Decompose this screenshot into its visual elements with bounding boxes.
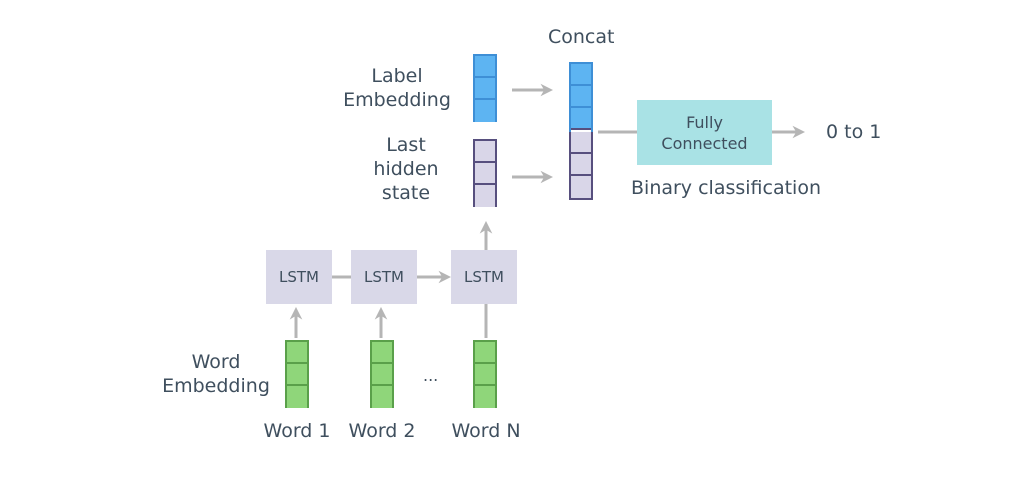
last-hidden-state-line-2: hidden bbox=[373, 158, 439, 180]
hidden-state-vector bbox=[473, 139, 497, 207]
word-1-label: Word 1 bbox=[263, 420, 331, 442]
last-hidden-state-line-1: Last bbox=[386, 134, 426, 156]
fully-connected-line-1: Fully bbox=[686, 112, 723, 132]
output-label: 0 to 1 bbox=[826, 121, 882, 143]
vector-cell bbox=[475, 342, 495, 364]
vector-cell bbox=[475, 56, 495, 78]
vector-cell bbox=[475, 364, 495, 386]
vector-cell bbox=[571, 64, 591, 86]
vector-cell bbox=[571, 132, 591, 154]
vector-cell bbox=[475, 78, 495, 100]
vector-cell bbox=[372, 386, 392, 408]
vector-cell bbox=[475, 163, 495, 185]
word-embedding-label: Word Embedding bbox=[160, 350, 272, 398]
binary-classification-label: Binary classification bbox=[631, 177, 821, 199]
ellipsis: ... bbox=[423, 366, 439, 385]
label-embedding-line-2: Embedding bbox=[343, 89, 451, 111]
word-embedding-line-1: Word bbox=[191, 351, 241, 373]
word-embedding-line-2: Embedding bbox=[162, 375, 270, 397]
vector-cell bbox=[475, 185, 495, 207]
vector-cell bbox=[287, 364, 307, 386]
word-n-embedding bbox=[473, 340, 497, 408]
fully-connected-line-2: Connected bbox=[661, 133, 748, 153]
label-embedding-label: Label Embedding bbox=[340, 64, 454, 112]
concat-hidden-part bbox=[569, 132, 593, 200]
vector-cell bbox=[475, 141, 495, 163]
label-embedding-line-1: Label bbox=[371, 65, 423, 87]
vector-cell bbox=[372, 364, 392, 386]
concat-label-part bbox=[569, 62, 593, 132]
word-n-label: Word N bbox=[451, 420, 521, 442]
vector-cell bbox=[475, 386, 495, 408]
vector-cell bbox=[372, 342, 392, 364]
vector-cell bbox=[287, 342, 307, 364]
vector-cell bbox=[287, 386, 307, 408]
vector-cell bbox=[475, 100, 495, 122]
concat-label: Concat bbox=[548, 26, 615, 48]
lstm-cell-3-label: LSTM bbox=[464, 268, 504, 286]
last-hidden-state-label: Last hidden state bbox=[366, 133, 446, 205]
lstm-cell-3: LSTM bbox=[451, 250, 517, 304]
lstm-cell-2: LSTM bbox=[351, 250, 417, 304]
vector-cell bbox=[571, 176, 591, 198]
lstm-cell-1: LSTM bbox=[266, 250, 332, 304]
fully-connected-box: Fully Connected bbox=[637, 100, 772, 165]
label-embedding-vector bbox=[473, 54, 497, 122]
word-2-label: Word 2 bbox=[348, 420, 416, 442]
word-2-embedding bbox=[370, 340, 394, 408]
lstm-cell-2-label: LSTM bbox=[364, 268, 404, 286]
last-hidden-state-line-3: state bbox=[381, 182, 431, 204]
lstm-cell-1-label: LSTM bbox=[279, 268, 319, 286]
vector-cell bbox=[571, 108, 591, 130]
vector-cell bbox=[571, 154, 591, 176]
concat-vector bbox=[569, 62, 593, 200]
word-1-embedding bbox=[285, 340, 309, 408]
vector-cell bbox=[571, 86, 591, 108]
